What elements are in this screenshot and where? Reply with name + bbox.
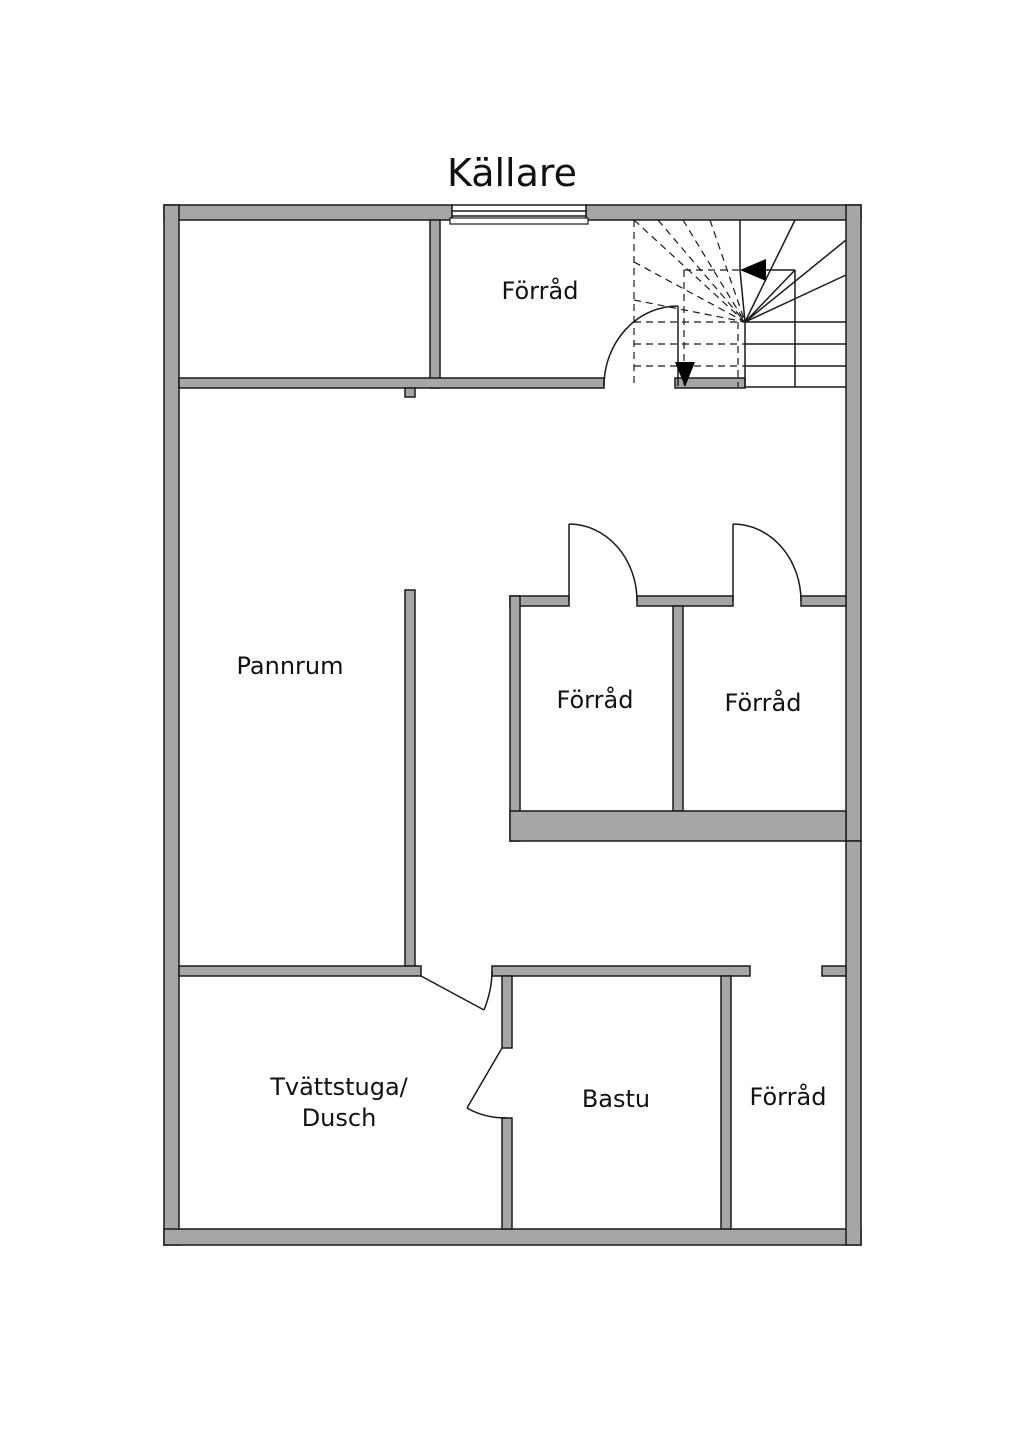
wall-storage-bottom xyxy=(509,810,847,842)
plan-title: Källare xyxy=(447,151,577,195)
wall-forrad-top-stub xyxy=(821,965,847,977)
wall-bastu-forrad xyxy=(720,975,732,1230)
door-top-storage xyxy=(603,305,679,387)
wall-storage-top-2 xyxy=(636,595,734,607)
interior-walls xyxy=(178,219,847,1230)
room-label-forrad-mid-right: Förråd xyxy=(725,688,802,717)
room-label-forrad-bottom-right: Förråd xyxy=(750,1082,827,1111)
doors xyxy=(420,305,802,1119)
outer-wall-right-lower xyxy=(845,840,862,1246)
wall-bastu-top xyxy=(491,965,751,977)
room-label-tvattstuga-line1: Tvättstuga/ xyxy=(269,1073,408,1101)
outer-wall-bottom xyxy=(163,1228,862,1246)
staircase xyxy=(633,219,847,388)
outer-wall-right-upper xyxy=(845,204,862,842)
room-label-bastu: Bastu xyxy=(582,1085,650,1113)
stair-arrow-left xyxy=(740,259,766,281)
room-label-tvattstuga-line2: Dusch xyxy=(302,1104,377,1132)
room-label-forrad-mid-left: Förråd xyxy=(557,685,634,714)
window xyxy=(449,204,589,225)
outer-walls xyxy=(163,204,862,1246)
wall-tvatt-bastu-lower xyxy=(501,1117,513,1230)
wall-pannrum-right xyxy=(404,589,416,967)
room-labels: Förråd Pannrum Förråd Förråd Tvättstuga/… xyxy=(237,276,827,1132)
door-tvattstuga xyxy=(420,970,493,1011)
wall-storage-left xyxy=(509,595,521,842)
wall-storage-divider xyxy=(672,605,684,812)
door-bastu xyxy=(466,1047,508,1119)
door-storage-mid-left xyxy=(568,523,638,602)
outer-wall-top-right xyxy=(585,204,862,221)
wall-storage-top-3 xyxy=(800,595,847,607)
door-storage-mid-right xyxy=(732,523,802,602)
outer-wall-left xyxy=(163,204,180,1246)
wall-stub xyxy=(404,387,416,398)
room-label-forrad-top: Förråd xyxy=(502,276,579,305)
room-label-pannrum: Pannrum xyxy=(237,652,344,680)
wall-top-divider xyxy=(429,219,441,389)
stair-arrow-down xyxy=(675,362,695,387)
wall-tvatt-bastu-upper xyxy=(501,975,513,1049)
outer-wall-top-left xyxy=(163,204,453,221)
wall-tvatt-top xyxy=(178,965,422,977)
wall-top-rooms-bottom xyxy=(178,377,605,389)
